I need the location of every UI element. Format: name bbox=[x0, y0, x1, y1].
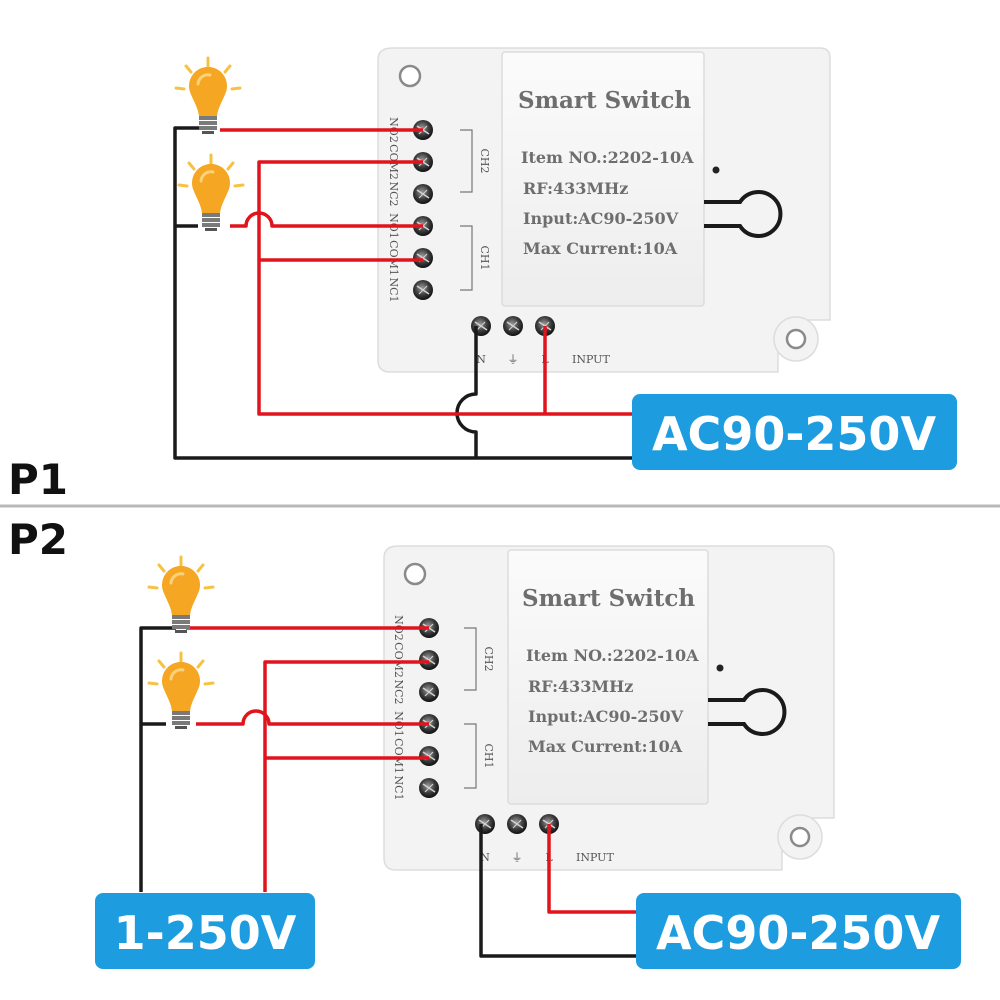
spec-max-current: Max Current:10A bbox=[528, 737, 683, 756]
learn-button bbox=[708, 664, 787, 736]
learn-button bbox=[704, 166, 783, 238]
input-label-input: INPUT bbox=[576, 851, 614, 864]
spec-item-no: Item NO.:2202-10A bbox=[526, 646, 699, 665]
load-supply-label: 1-250V bbox=[114, 906, 297, 960]
input-label-n: N bbox=[476, 353, 486, 366]
load-supply-label-box: 1-250V bbox=[95, 893, 315, 969]
input-label-ground: ⏚ bbox=[508, 353, 519, 366]
terminal-screw bbox=[418, 777, 440, 799]
channel-label-ch2: CH2 bbox=[478, 148, 491, 173]
terminal-label-com1: COM1 bbox=[387, 240, 400, 276]
terminal-screw bbox=[502, 315, 524, 337]
terminal-screw bbox=[412, 247, 434, 269]
panel-p2: Smart Switch Item NO.:2202-10A RF:433MHz… bbox=[95, 545, 961, 969]
terminal-screw bbox=[418, 745, 440, 767]
terminal-screw bbox=[470, 315, 492, 337]
channel-label-ch1: CH1 bbox=[478, 245, 491, 270]
module-title: Smart Switch bbox=[522, 585, 695, 612]
input-label-ground: ⏚ bbox=[512, 851, 523, 864]
terminal-label-nc1: NC1 bbox=[392, 775, 405, 800]
channel-label-ch2: CH2 bbox=[482, 646, 495, 671]
spec-rf: RF:433MHz bbox=[528, 677, 633, 696]
supply-label-box: AC90-250V bbox=[632, 394, 957, 470]
panel-label-p1: P1 bbox=[8, 455, 68, 504]
terminal-label-com1: COM1 bbox=[392, 738, 405, 774]
spec-max-current: Max Current:10A bbox=[523, 239, 678, 258]
bulb-icon bbox=[147, 555, 215, 635]
wiring-p2 bbox=[139, 626, 636, 958]
terminal-label-com2: COM2 bbox=[392, 642, 405, 678]
spec-input: Input:AC90-250V bbox=[523, 209, 679, 228]
spec-rf: RF:433MHz bbox=[523, 179, 628, 198]
panel-label-p2: P2 bbox=[8, 515, 68, 564]
supply-label: AC90-250V bbox=[652, 407, 936, 461]
supply-label-box: AC90-250V bbox=[636, 893, 961, 969]
terminal-label-nc2: NC2 bbox=[392, 679, 405, 704]
bulb-icon bbox=[177, 153, 245, 233]
terminal-screw bbox=[474, 813, 496, 835]
supply-label: AC90-250V bbox=[656, 906, 940, 960]
wiring-p1 bbox=[173, 126, 632, 460]
module-title: Smart Switch bbox=[518, 87, 691, 114]
terminal-screw bbox=[418, 649, 440, 671]
smart-switch-module: Smart Switch Item NO.:2202-10A RF:433MHz… bbox=[377, 47, 831, 373]
spec-item-no: Item NO.:2202-10A bbox=[521, 148, 694, 167]
panel-p1: Smart Switch Item NO.:2202-10A RF:433MHz… bbox=[173, 47, 957, 470]
input-label-n: N bbox=[480, 851, 490, 864]
spec-input: Input:AC90-250V bbox=[528, 707, 684, 726]
terminal-screw bbox=[506, 813, 528, 835]
terminal-label-nc1: NC1 bbox=[387, 277, 400, 302]
bulb-icon bbox=[147, 651, 215, 731]
terminal-screw bbox=[412, 279, 434, 301]
channel-label-ch1: CH1 bbox=[482, 743, 495, 768]
terminal-screw bbox=[418, 681, 440, 703]
bulb-icon bbox=[174, 56, 242, 136]
input-label-input: INPUT bbox=[572, 353, 610, 366]
terminal-screw bbox=[412, 183, 434, 205]
terminal-label-nc2: NC2 bbox=[387, 181, 400, 206]
smart-switch-module: Smart Switch Item NO.:2202-10A RF:433MHz… bbox=[383, 545, 835, 871]
